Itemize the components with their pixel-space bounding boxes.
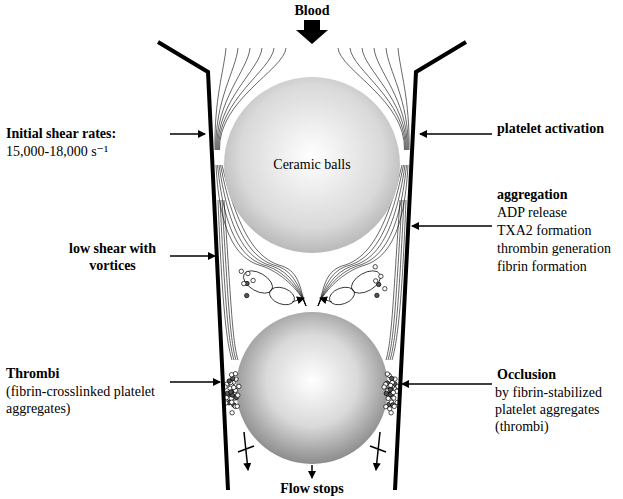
occlusion-heading: Occlusion	[497, 366, 556, 383]
activation-note: platelet activation	[497, 120, 607, 137]
thrombi	[223, 265, 400, 415]
flow-label: Blood	[294, 2, 329, 19]
mechanism-item: TXA2 formation	[497, 222, 591, 239]
stopped-flow-arrows	[238, 432, 386, 478]
outcome-label: Flow stops	[280, 480, 343, 497]
vortices	[240, 266, 385, 308]
mechanism-item: fibrin formation	[497, 258, 587, 275]
occlusion-note: by fibrin-stabilized platelet aggregates…	[495, 384, 619, 435]
aggregation-heading: aggregation	[497, 186, 568, 203]
shear-value: 15,000-18,000 s⁻¹	[6, 143, 108, 160]
ball-label: Ceramic balls	[273, 157, 350, 173]
mechanism-item: ADP release	[497, 204, 567, 221]
shear-heading: Initial shear rates:	[6, 125, 116, 142]
thrombi-note: (fibrin-crosslinked platelet aggregates)	[6, 383, 171, 417]
blood-arrow	[296, 20, 328, 44]
ceramic-ball	[236, 312, 388, 464]
callout-arrows	[170, 134, 492, 384]
mechanism-item: thrombin generation	[497, 240, 611, 257]
thrombi-heading: Thrombi	[6, 365, 59, 382]
vortex-note: low shear with vortices	[60, 240, 165, 274]
ceramic-ball: Ceramic balls	[224, 77, 400, 253]
tube-wall	[158, 42, 466, 490]
